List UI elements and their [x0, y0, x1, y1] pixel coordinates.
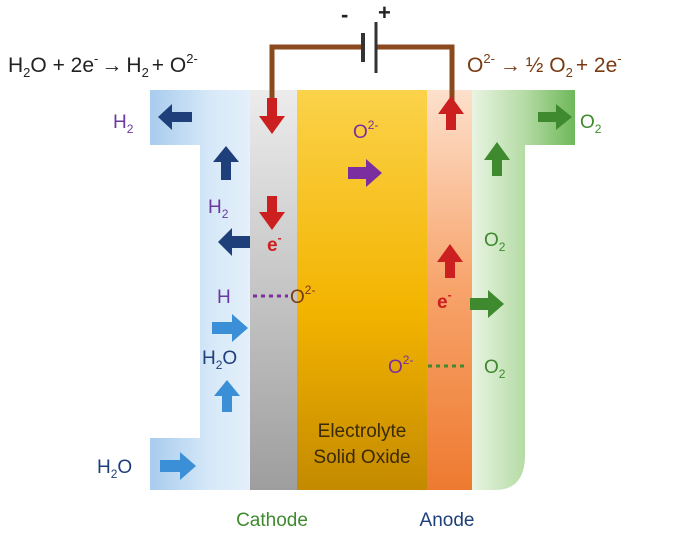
h2o-up-arrow-icon: [214, 380, 240, 412]
h-atom-label: H: [217, 287, 231, 308]
external-circuit-wire: [269, 44, 455, 108]
h2o-right-arrow-icon: [212, 314, 248, 342]
electrolyte-label-line2: Solid Oxide: [313, 447, 410, 468]
h2-out-label: H2: [113, 112, 134, 136]
cathode-gas-channel: [150, 90, 250, 490]
anode-equation: O2-→½ O2+ 2e-: [467, 51, 622, 80]
o2-out-label: O2: [580, 112, 602, 136]
battery-plus-label: +: [378, 0, 391, 25]
cathode-electron-arrow-mid-icon: [259, 196, 285, 230]
o2-exit-arrow-icon: [538, 104, 572, 130]
cathode-electron-arrow-top-icon: [259, 98, 285, 134]
h2o-inlet-label: H2O: [97, 457, 132, 481]
h2-left-arrow-icon: [218, 228, 250, 256]
anode-o2-mid-label: O2: [484, 230, 506, 254]
oxide-ion-arrow-icon: [348, 159, 382, 187]
cathode-equation: H2O + 2e-→H2+ O2-: [8, 51, 198, 80]
cathode-o2-ion-label: O2-: [290, 283, 315, 308]
o2-up-arrow-icon: [484, 142, 510, 176]
h2-up-arrow-icon: [213, 146, 239, 180]
anode-gas-channel: [472, 90, 575, 490]
anode-label: Anode: [420, 510, 475, 531]
h2o-reacting-label: H2O: [202, 348, 237, 372]
cathode-electrode: [250, 90, 297, 490]
h2-produced-label: H2: [208, 197, 229, 221]
anode-electron-arrow-mid-icon: [437, 244, 463, 278]
electrolyte-o2-ion-label: O2-: [353, 118, 378, 143]
h2o-inlet-arrow-icon: [160, 452, 196, 480]
anode-electron-arrow-top-icon: [438, 96, 464, 130]
anode-electrode: [427, 90, 472, 490]
h2-exit-arrow-icon: [158, 104, 192, 130]
cathode-electron-label: e-: [267, 231, 282, 256]
cathode-label: Cathode: [236, 510, 308, 531]
battery-minus-label: -: [341, 2, 348, 27]
o2-right-arrow-icon: [470, 290, 504, 318]
electrolyte-layer: [297, 90, 427, 490]
anode-o2-ion-label: O2-: [388, 353, 413, 378]
anode-electron-label: e-: [437, 288, 452, 313]
anode-o2-bottom-label: O2: [484, 357, 506, 381]
electrolyte-label-line1: Electrolyte: [318, 421, 407, 442]
